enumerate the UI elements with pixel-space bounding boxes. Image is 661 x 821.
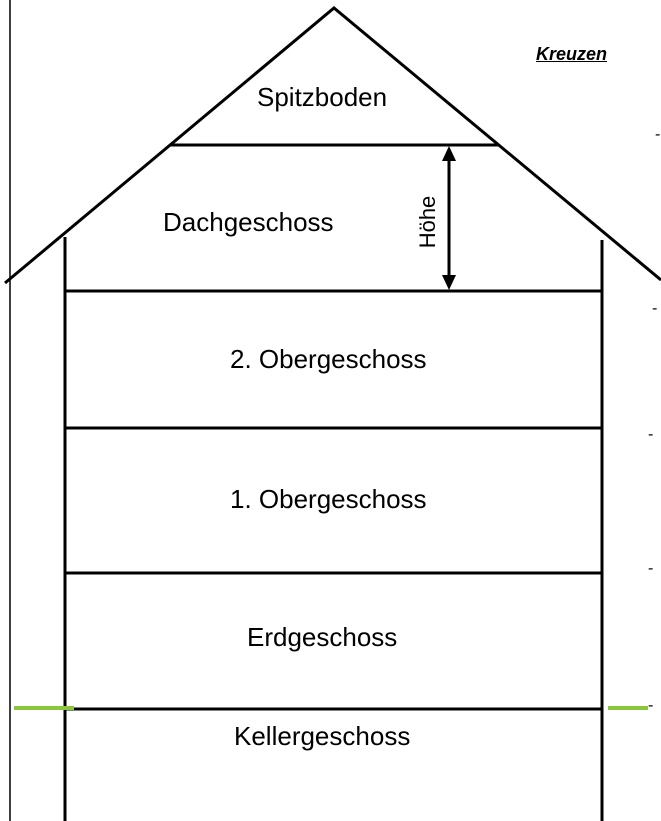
height-arrow-head-top <box>442 146 456 161</box>
floor-label-dachgeschoss: Dachgeschoss <box>163 207 334 237</box>
floor-label-erdgeschoss: Erdgeschoss <box>247 622 398 652</box>
height-label: Höhe <box>415 196 440 249</box>
dash-marker: - <box>648 560 654 577</box>
dash-marker: - <box>652 300 658 317</box>
floor-label-og1: 1. Obergeschoss <box>230 484 427 514</box>
height-arrow-head-bottom <box>442 275 456 290</box>
roof-outline <box>4 6 661 285</box>
floor-label-spitzboden: Spitzboden <box>257 82 388 112</box>
dash-marker: - <box>648 426 654 443</box>
dash-marker: - <box>655 126 661 143</box>
header-kreuzen: Kreuzen <box>536 44 608 64</box>
dash-marker: - <box>648 697 654 714</box>
floor-label-kellergeschoss: Kellergeschoss <box>234 721 411 751</box>
floor-label-og2: 2. Obergeschoss <box>230 344 427 374</box>
